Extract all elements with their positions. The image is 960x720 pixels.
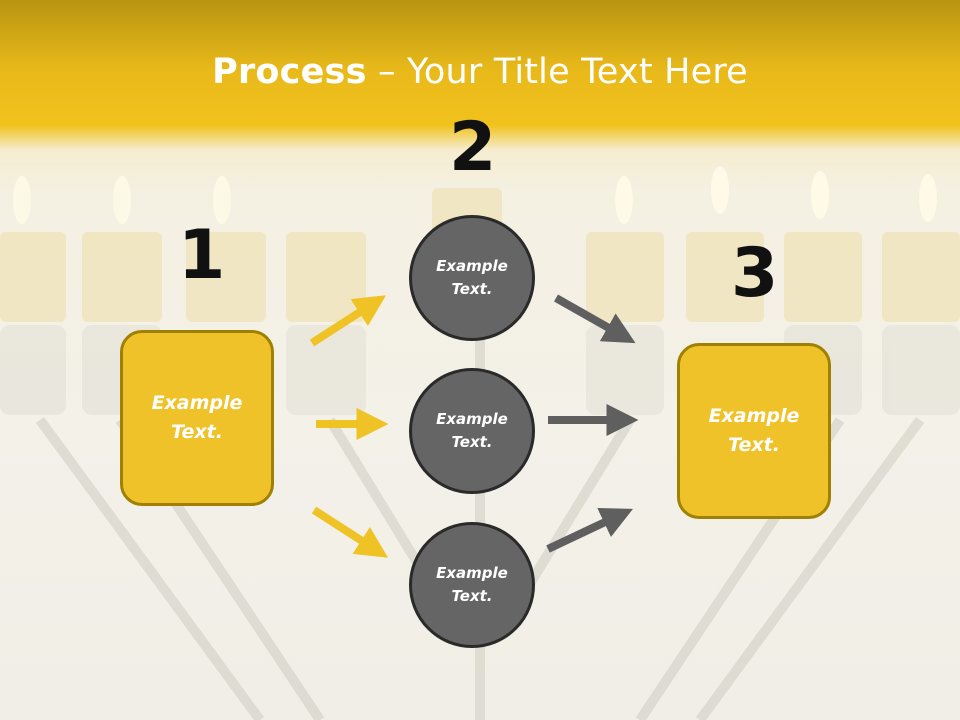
arrow-left-to-top: [309, 295, 387, 347]
slide-title: Process – Your Title Text Here: [0, 52, 960, 92]
step-number-2: 2: [449, 108, 497, 187]
process-circle-bottom: Example Text.: [409, 522, 535, 648]
right-process-box: Example Text.: [677, 343, 831, 519]
arrow-top-to-right: [554, 294, 636, 344]
circle-middle-text: Example Text.: [436, 410, 508, 451]
title-bold: Process: [212, 52, 367, 92]
step-number-1: 1: [178, 216, 226, 295]
left-box-text: Example Text.: [151, 392, 243, 443]
right-box-text: Example Text.: [708, 405, 800, 456]
circle-top-text: Example Text.: [436, 257, 508, 298]
title-rest: – Your Title Text Here: [366, 52, 748, 92]
arrow-left-to-bottom: [311, 506, 389, 558]
arrow-bottom-to-right: [546, 508, 634, 553]
left-process-box: Example Text.: [120, 330, 274, 506]
step-number-3: 3: [731, 234, 779, 313]
circle-bottom-text: Example Text.: [436, 564, 508, 605]
process-circle-top: Example Text.: [409, 215, 535, 341]
process-circle-middle: Example Text.: [409, 368, 535, 494]
